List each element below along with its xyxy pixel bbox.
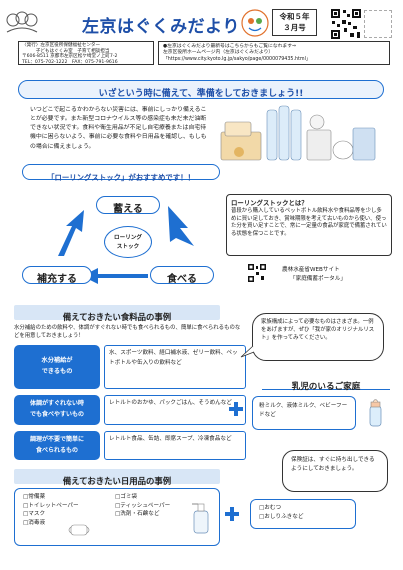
hygiene-item-wipes: □おしりふきなど [259, 513, 304, 520]
cycle-store-node: 蓄える [96, 196, 160, 215]
cycle-center-label: ローリング ストック [104, 226, 152, 258]
hygiene-note-bubble: 保険証は、すぐに持ち出しできるようにしておきましょう。 [282, 450, 388, 492]
family-note-bubble: 家族構成によって必要なものはさまざま。一例をあげますが、ぜひ「我が家のオリジナル… [252, 313, 384, 361]
maff-qr-code[interactable] [248, 264, 266, 282]
food-row-no-cooking: 調理が不要で簡単に 食べられるもの レトルト食品、缶詰、即席スープ、冷凍食品など [14, 431, 246, 460]
back-numbers-box[interactable]: ●左京はぐくみだより最新号はこちらからもご覧になれます⇒ 左京区役所ホームページ… [158, 41, 390, 65]
daily-item: □マスク [23, 511, 46, 518]
food-section-heading: 備えておきたい食料品の事例 [14, 305, 220, 322]
arrow-store-to-eat [168, 206, 194, 246]
qr-code-caption [364, 10, 394, 38]
qr-code-top[interactable] [330, 8, 362, 40]
back-numbers-url[interactable]: 「https://www.city.kyoto.lg.jp/sakyo/page… [163, 56, 311, 62]
daily-item: □トイレットペーパー [23, 502, 79, 509]
supplies-illustration [215, 102, 385, 168]
page-title: 左京はぐくみだより [82, 17, 240, 37]
preparedness-banner: いざという時に備えて、準備をしておきましょう!! [18, 80, 384, 99]
food-row-easy-to-eat: 体調がすぐれない時 でも食べやすいもの レトルトのおかゆ、パックごはん、そうめん… [14, 395, 246, 425]
header-logo-left [4, 8, 40, 34]
family-note-bubble-tail [240, 345, 256, 359]
hand-sanitizer-illustration [189, 499, 213, 535]
food-row-items: レトルト食品、缶詰、即席スープ、冷凍食品など [104, 431, 246, 460]
publisher-info-box: 〈発行〉左京区役所保健福祉センター 子どもはぐくみ室 子育て相談担当 〒606-… [18, 41, 154, 65]
food-row-items: 水、スポーツ飲料、経口補水液、ゼリー飲料、ペットボトルや缶入りの飲料など [104, 345, 246, 389]
daily-item: □洗剤・石鹸など [115, 511, 160, 518]
food-row-label: 水分補給が できるもの [14, 345, 100, 389]
food-row-label: 調理が不要で簡単に 食べられるもの [14, 431, 100, 460]
food-row-label: 体調がすぐれない時 でも食べやすいもの [14, 395, 100, 425]
cycle-eat-node: 食べる [150, 266, 214, 285]
baby-bottle-illustration [362, 396, 388, 430]
rolling-cycle-diagram [18, 186, 228, 294]
daily-item: □ティッシュペーパー [115, 502, 171, 509]
mask-illustration [66, 522, 92, 538]
arrow-replenish-to-store [58, 210, 84, 256]
plus-icon [224, 506, 240, 522]
issue-date-box: 令和５年 ３月号 [272, 9, 317, 36]
infant-hygiene-box: □おむつ □おしりふきなど [250, 499, 356, 529]
hygiene-item-diapers: □おむつ [259, 505, 282, 511]
food-table: 水分補給が できるもの 水、スポーツ飲料、経口補水液、ゼリー飲料、ペットボトルや… [14, 345, 246, 460]
arrow-eat-to-replenish [82, 268, 148, 284]
cycle-replenish-node: 補充する [22, 266, 92, 285]
food-row-hydration: 水分補給が できるもの 水、スポーツ飲料、経口補水液、ゼリー飲料、ペットボトルや… [14, 345, 246, 389]
daily-goods-heading: 備えておきたい日用品の事例 [14, 469, 220, 486]
infant-food-box: 粉ミルク、液体ミルク、ベビーフードなど [252, 396, 356, 430]
daily-item: □ゴミ袋 [115, 494, 138, 500]
infant-heading: 乳児のいるご家庭 [262, 374, 390, 392]
header-mascot-logo [240, 8, 270, 38]
daily-item: □常備薬 [23, 494, 46, 500]
maff-site-label: 農林水産省WEBサイト 「家庭備蓄ポータル」 [282, 267, 346, 282]
daily-goods-box: □常備薬 □トイレットペーパー □マスク □消毒液 □ゴミ袋 □ティッシュペーパ… [14, 488, 220, 546]
rolling-stock-heading: 「ローリングストック」がおすすめです！！ [22, 164, 220, 182]
daily-item: □消毒液 [23, 519, 46, 526]
food-row-items: レトルトのおかゆ、パックごはん、そうめんなど [104, 395, 246, 425]
food-note: 水分補給のための飲料や、体調がすぐれない時でも食べられるもの、簡単に食べられるも… [14, 325, 241, 340]
intro-text: いつどこで起こるかわからない災害には、事前にしっかり備えることが必要です。また新… [30, 107, 207, 150]
plus-icon [228, 401, 244, 417]
rolling-explain-box: ローリングストックとは？ 普段から購入しているペットボトル飲料水や食料品等を少し… [226, 194, 392, 256]
